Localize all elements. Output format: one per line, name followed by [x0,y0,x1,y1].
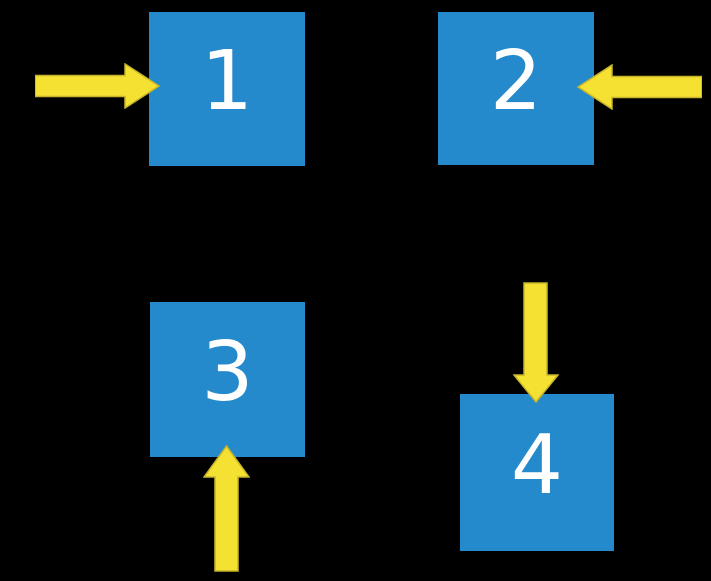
box-4-number: 4 [510,417,564,513]
arrow-up-icon [203,445,250,572]
box-3-number: 3 [201,324,254,420]
arrow-left-icon [576,64,702,110]
arrow-right-icon [35,63,160,109]
box-2-number: 2 [489,33,543,129]
numbered-box-1: 1 [149,12,305,166]
box-1-number: 1 [200,34,254,129]
numbered-box-3: 3 [150,302,305,457]
arrow-down-icon [513,282,559,403]
numbered-box-4: 4 [460,394,614,551]
numbered-box-2: 2 [438,12,594,165]
